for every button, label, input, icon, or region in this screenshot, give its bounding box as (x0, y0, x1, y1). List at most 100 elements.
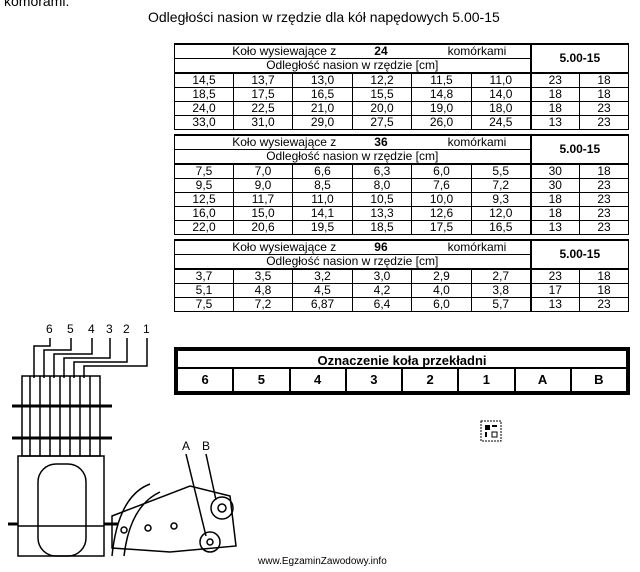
spacing-cell: 14,0 (470, 87, 532, 102)
gear-teeth-cell: 18 (529, 101, 581, 116)
cell-count: 96 (374, 240, 388, 254)
wheel-prefix: Koło wysiewające z (232, 240, 337, 254)
tire-code: 5.00-15 (529, 239, 630, 270)
legend-label: A (513, 369, 570, 391)
spacing-cell: 7,0 (233, 163, 293, 179)
spacing-cell: 19,5 (292, 220, 353, 235)
spacing-cell: 9,3 (470, 192, 532, 207)
spacing-cell: 12,5 (174, 192, 234, 207)
spacing-cell: 6,4 (352, 297, 412, 312)
spacing-cell: 27,5 (352, 115, 412, 130)
gear-label: 6 (46, 322, 53, 336)
spacing-cell: 5,5 (470, 163, 532, 179)
spacing-cell: 18,0 (470, 101, 532, 116)
wheel-suffix: komórkami (447, 135, 507, 149)
spacing-cell: 11,7 (233, 192, 293, 207)
legend-label: 4 (288, 369, 345, 391)
spacing-cell: 13,0 (292, 72, 353, 88)
spacing-cell: 16,0 (174, 206, 234, 221)
spacing-cell: 22,0 (174, 220, 234, 235)
legend-title: Oznaczenie koła przekładni (317, 353, 487, 368)
gear-teeth-cell: 18 (529, 87, 581, 102)
wheel-header: Koło wysiewające z 96 komórkami (173, 239, 532, 255)
spacing-cell: 9,5 (174, 178, 234, 193)
spacing-cell: 15,5 (352, 87, 412, 102)
spacing-cell: 6,0 (411, 297, 472, 312)
spacing-cell: 7,2 (470, 178, 532, 193)
gear-teeth-cell: 23 (579, 192, 630, 207)
gear-teeth-cell: 23 (579, 178, 630, 193)
spacing-cell: 26,0 (411, 115, 472, 130)
info-logo-icon (480, 420, 502, 442)
gear-teeth-cell: 23 (529, 72, 581, 88)
gear-teeth-cell: 23 (579, 297, 630, 312)
spacing-cell: 18,5 (174, 87, 234, 102)
spacing-cell: 7,5 (174, 163, 234, 179)
cut-off-text: komorami. (4, 0, 70, 9)
legend-label: 5 (232, 369, 288, 391)
spacing-cell: 16,5 (470, 220, 532, 235)
spacing-cell: 7,5 (174, 297, 234, 312)
wheel-suffix: komórkami (447, 44, 507, 58)
spacing-cell: 33,0 (174, 115, 234, 130)
spacing-cell: 4,8 (233, 283, 293, 298)
gear-label: 3 (106, 322, 113, 336)
spacing-cell: 5,1 (174, 283, 234, 298)
gear-teeth-cell: 17 (529, 283, 581, 298)
spacing-cell: 6,6 (292, 163, 353, 179)
spacing-cell: 6,3 (352, 163, 412, 179)
spacing-cell: 3,8 (470, 283, 532, 298)
spacing-subheader: Odległość nasion w rzędzie [cm] (173, 58, 532, 74)
gear-teeth-cell: 18 (579, 283, 630, 298)
legend-label: 2 (401, 369, 457, 391)
gear-label: 1 (143, 322, 150, 336)
legend-label: 6 (201, 372, 209, 387)
spacing-cell: 14,1 (292, 206, 353, 221)
spacing-cell: 5,7 (470, 297, 532, 312)
spacing-cell: 19,0 (411, 101, 472, 116)
spacing-subheader: Odległość nasion w rzędzie [cm] (173, 254, 532, 270)
spacing-cell: 12,2 (352, 72, 412, 88)
spacing-cell: 2,7 (470, 268, 532, 284)
tire-code: 5.00-15 (529, 134, 630, 165)
wheel-suffix: komórkami (447, 240, 507, 254)
spacing-cell: 4,5 (292, 283, 353, 298)
tire-code: 5.00-15 (529, 43, 630, 74)
spacing-cell: 17,5 (233, 87, 293, 102)
gear-teeth-cell: 18 (529, 206, 581, 221)
cell-count: 24 (374, 44, 388, 58)
spacing-cell: 3,0 (352, 268, 412, 284)
cell-count: 36 (374, 135, 388, 149)
gear-teeth-cell: 18 (579, 163, 630, 179)
spacing-cell: 22,5 (233, 101, 293, 116)
gear-teeth-cell: 18 (579, 87, 630, 102)
legend-label: 3 (344, 369, 401, 391)
spacing-cell: 20,6 (233, 220, 293, 235)
gear-teeth-cell: 23 (579, 101, 630, 116)
spacing-cell: 24,5 (470, 115, 532, 130)
legend-label: B (569, 369, 626, 391)
spacing-cell: 10,5 (352, 192, 412, 207)
spacing-cell: 14,8 (411, 87, 472, 102)
spacing-cell: 4,0 (411, 283, 472, 298)
gear-teeth-cell: 13 (529, 220, 581, 235)
gear-label: 2 (123, 322, 130, 336)
gear-teeth-cell: 30 (529, 163, 581, 179)
gear-legend: Oznaczenie koła przekładni 6 5 4 3 2 1 A… (174, 347, 630, 395)
spacing-cell: 3,7 (174, 268, 234, 284)
spacing-cell: 11,5 (411, 72, 472, 88)
spacing-subheader: Odległość nasion w rzędzie [cm] (173, 149, 532, 165)
page-title: Odległości nasion w rzędzie dla kół napę… (148, 9, 500, 25)
spacing-cell: 15,0 (233, 206, 293, 221)
